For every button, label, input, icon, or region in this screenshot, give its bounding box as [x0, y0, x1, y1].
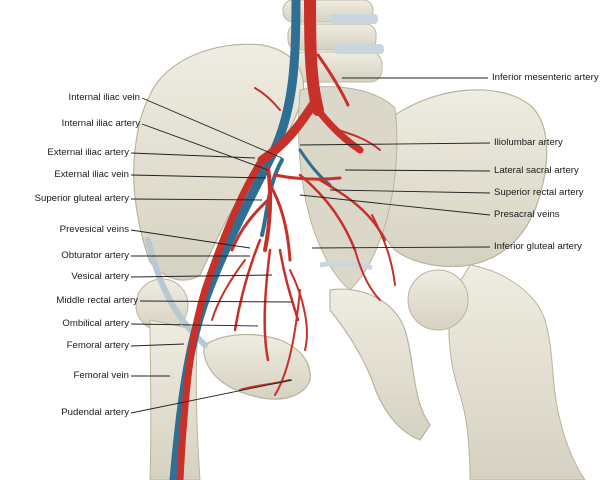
label-obturator-artery: Obturator artery [61, 250, 129, 261]
label-superior-rectal-artery: Superior rectal artery [494, 187, 584, 198]
label-iliolumbar-artery: Iliolumbar artery [494, 137, 563, 148]
label-femoral-vein: Femoral vein [73, 370, 129, 381]
label-vesical-artery: Vesical artery [71, 271, 129, 282]
label-presacral-veins: Presacral veins [494, 209, 560, 220]
leader-lines [130, 77, 491, 414]
label-prevesical-veins: Prevesical veins [59, 224, 129, 235]
label-external-iliac-artery: External iliac artery [47, 147, 129, 158]
label-lateral-sacral-artery: Lateral sacral artery [494, 165, 579, 176]
label-superior-gluteal-artery: Superior gluteal artery [34, 193, 129, 204]
pubic-ring [203, 288, 431, 441]
label-pudendal-artery: Pudendal artery [61, 407, 129, 418]
label-femoral-artery: Femoral artery [66, 340, 129, 351]
femur-right [407, 264, 586, 480]
label-internal-iliac-vein: Internal iliac vein [68, 92, 140, 103]
arteries [176, 0, 396, 480]
ilium-left [133, 43, 305, 281]
label-internal-iliac-artery: Internal iliac artery [61, 118, 140, 129]
label-inferior-gluteal-artery: Inferior gluteal artery [494, 241, 582, 252]
label-ombilical-artery: Ombilical artery [62, 318, 129, 329]
label-inferior-mesenteric-artery: Inferior mesenteric artery [492, 72, 599, 83]
label-middle-rectal-artery: Middle rectal artery [56, 295, 138, 306]
sacrum [298, 86, 398, 291]
label-external-iliac-vein: External iliac vein [54, 169, 129, 180]
